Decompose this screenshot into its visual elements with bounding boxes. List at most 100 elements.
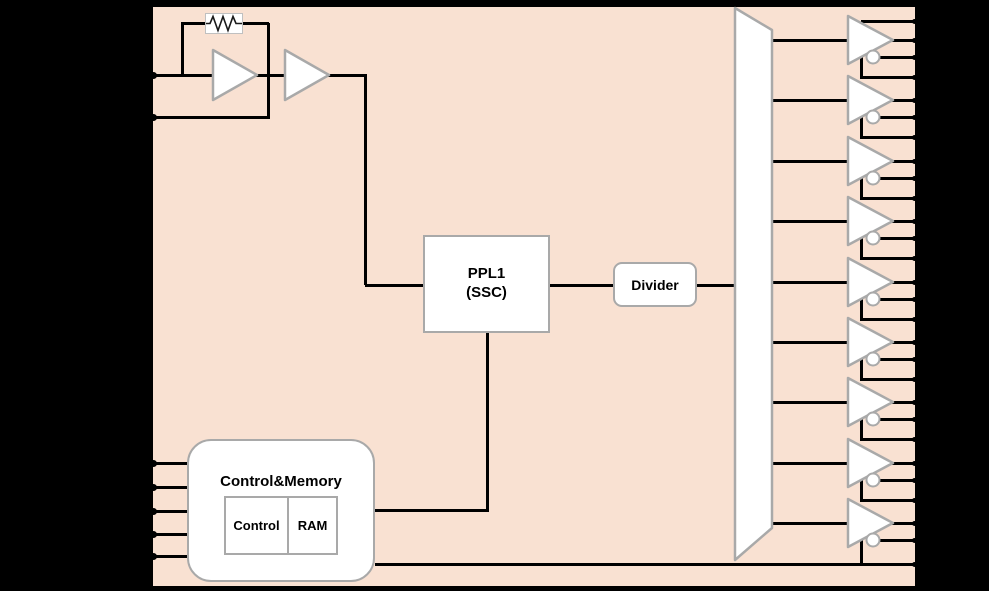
pin-dot [149,552,157,560]
pad-dot [912,477,917,483]
inverted-output-wire [878,176,917,180]
pad-separator-wire [861,135,917,139]
pad-dot [912,296,917,302]
control-memory-title: Control&Memory [220,473,342,490]
inversion-bubble-icon [865,351,881,367]
buffer-input-output-wire [772,159,917,163]
pad-dot [912,255,917,261]
buffer-input-output-wire [772,521,917,525]
pad-separator-wire [861,317,917,321]
pad-dot [912,497,917,503]
pad-dot [912,37,917,43]
buffer-input-output-wire [772,280,917,284]
buffer-input-output-wire [772,38,917,42]
pin-dot [149,459,157,467]
pad-separator-wire [861,19,917,23]
pad-dot [912,316,917,322]
pad-dot [912,460,917,466]
control-input-wire [150,509,190,513]
inverted-output-wire [878,417,917,421]
bubble-branch-wire [859,416,863,441]
buffer-input-output-wire [772,219,917,223]
control-input-wire [150,461,190,465]
pad-dot [912,339,917,345]
pad-separator-wire [861,196,917,200]
pad-dot [912,416,917,422]
control-memory-block: Control&Memory Control RAM [187,439,375,582]
pad-dot [912,537,917,543]
crystal-amp-2 [283,48,331,102]
pin-dot [149,530,157,538]
fanout-mux-trapezoid [733,6,774,562]
pad-dot [912,54,917,60]
buffer-input-output-wire [772,98,917,102]
pad-dot [912,158,917,164]
pad-dot [912,134,917,140]
bubble-branch-wire [859,175,863,200]
control-input-wire [150,532,190,536]
inverted-output-wire [878,538,917,542]
divider-label: Divider [631,276,679,293]
bottom-bus-wire [375,562,917,566]
inversion-bubble-icon [865,532,881,548]
resistor-zigzag-icon [206,14,242,33]
divider-block: Divider [613,262,697,307]
clock-down-wire [363,73,367,285]
ram-sub-block: RAM [297,518,328,533]
inversion-bubble-icon [865,411,881,427]
pad-dot [912,279,917,285]
xtal-in-wire [150,73,367,77]
inversion-bubble-icon [865,109,881,125]
control-memory-inner-box: Control RAM [224,496,338,555]
pll-to-control-wire [485,333,489,512]
pad-dot [912,175,917,181]
inverted-output-wire [878,357,917,361]
pin-dot [149,483,157,491]
bubble-branch-wire [859,114,863,139]
pin-dot [149,113,157,121]
xtal-out-wire [150,115,269,119]
pad-dot [912,18,917,24]
pin-dot [149,71,157,79]
pad-dot [912,356,917,362]
pad-separator-wire [861,498,917,502]
bubble-branch-wire [859,356,863,381]
pad-dot [912,97,917,103]
feedback-resistor [205,13,243,34]
clock-path-wire [365,283,737,287]
inversion-bubble-icon [865,49,881,65]
inverted-output-wire [878,478,917,482]
bubble-branch-wire [859,477,863,502]
control-input-wire [150,485,190,489]
pad-dot [912,195,917,201]
pll-label-line2: (SSC) [466,284,507,301]
pin-dot [149,507,157,515]
pad-dot [912,376,917,382]
buffer-input-output-wire [772,340,917,344]
inversion-bubble-icon [865,170,881,186]
inverted-output-wire [878,55,917,59]
pad-separator-wire [861,256,917,260]
control-sub-block: Control [226,498,289,553]
pad-dot [912,561,917,567]
buffer-input-output-wire [772,461,917,465]
control-input-wire [150,554,190,558]
pad-dot [912,520,917,526]
pad-separator-wire [861,437,917,441]
pll-label-line1: PPL1 [467,265,506,283]
bubble-branch-wire [859,54,863,79]
pad-dot [912,114,917,120]
feedback-right-wire [266,23,270,119]
pad-separator-wire [861,75,917,79]
pll-block: PPL1 (SSC) [423,235,550,333]
inverted-output-wire [878,115,917,119]
bubble-branch-wire [859,235,863,260]
pad-dot [912,235,917,241]
pad-dot [912,74,917,80]
inversion-bubble-icon [865,291,881,307]
crystal-amp-1 [211,48,259,102]
inversion-bubble-icon [865,230,881,246]
